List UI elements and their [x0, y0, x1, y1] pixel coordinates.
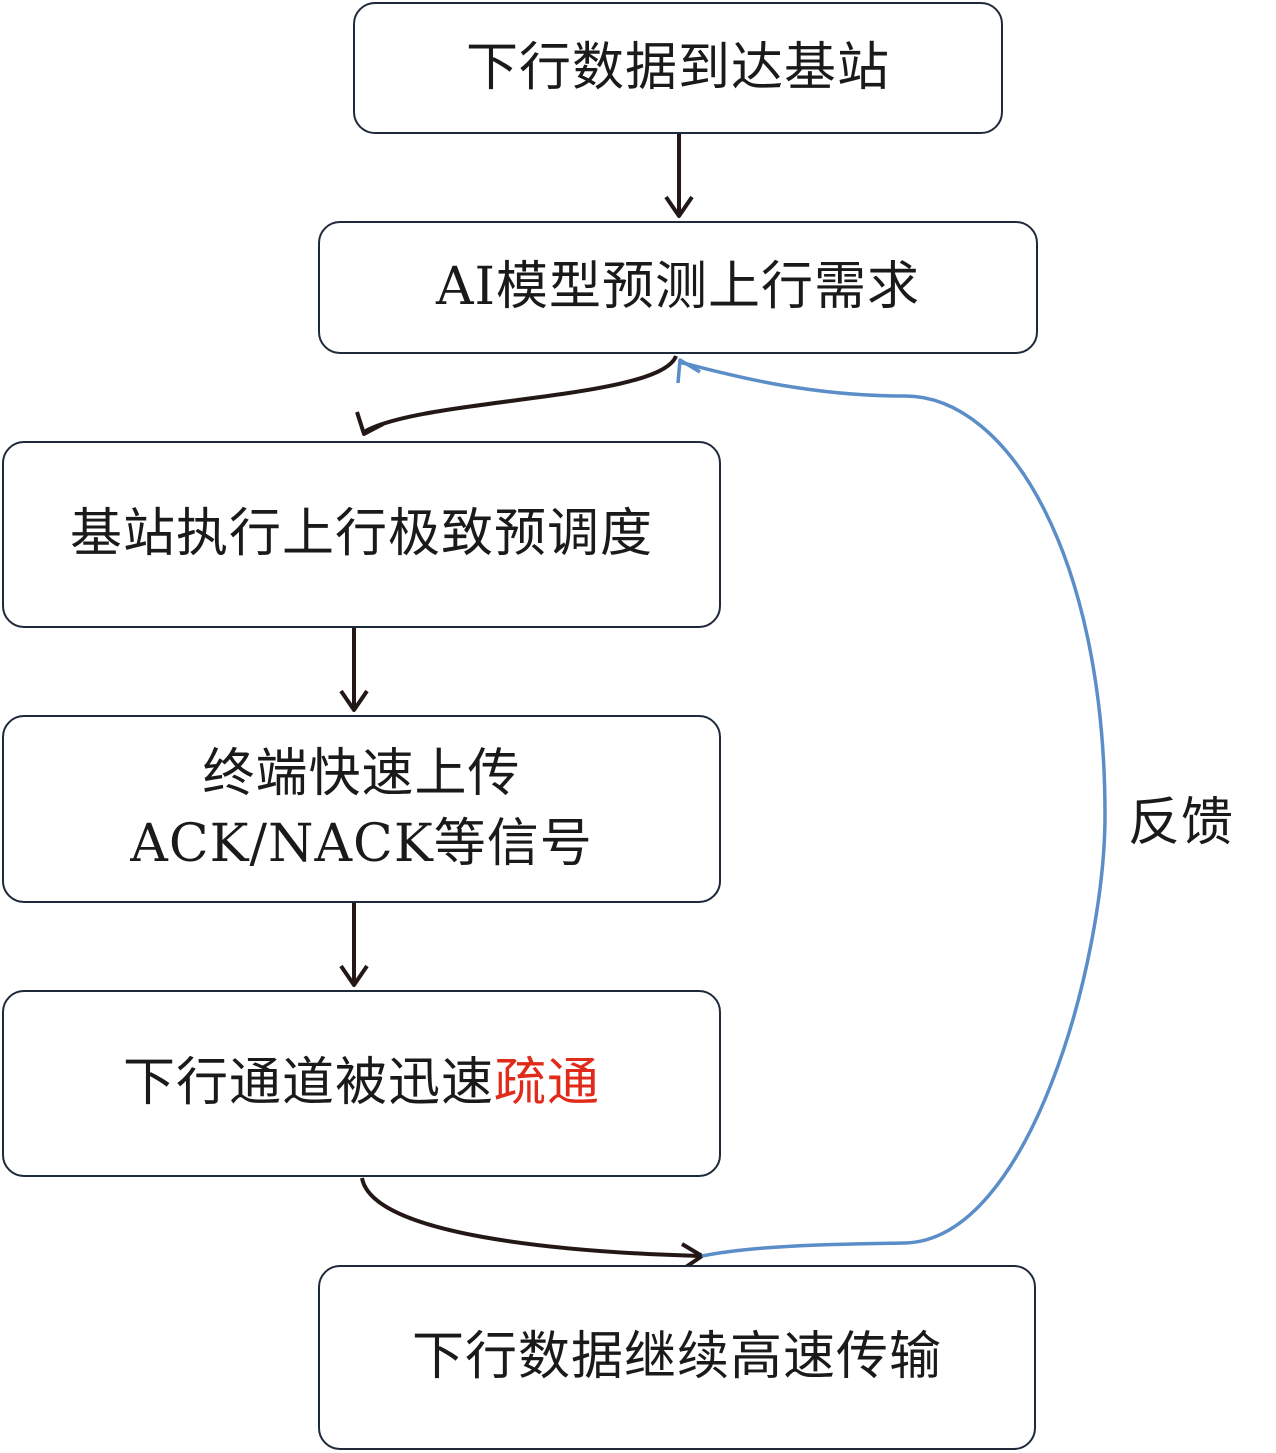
step-box-channel-cleared: 下行通道被迅速疏通 [2, 990, 721, 1177]
arrowhead-step2 [664, 195, 694, 218]
step-box-pre-schedule: 基站执行上行极致预调度 [2, 441, 721, 628]
arrowhead-step4 [339, 689, 369, 712]
step-box-ai-predict: AI模型预测上行需求 [318, 221, 1038, 354]
arrowhead-step3 [355, 411, 384, 436]
step-box-data-arrives: 下行数据到达基站 [353, 2, 1003, 134]
arrowhead-step5 [339, 964, 369, 987]
step-label: 下行数据继续高速传输 [411, 1327, 942, 1388]
arrow-step2-to-step3 [362, 355, 678, 434]
feedback-arrowhead [676, 358, 701, 384]
step-box-high-speed-transfer: 下行数据继续高速传输 [318, 1265, 1036, 1450]
arrow-step5-to-step6 [360, 1177, 701, 1258]
highlighted-text: 疏通 [494, 1053, 601, 1114]
step-label: 基站执行上行极致预调度 [69, 504, 653, 565]
step-box-terminal-upload: 终端快速上传 ACK/NACK等信号 [2, 715, 721, 903]
step-label: AI模型预测上行需求 [435, 257, 921, 318]
step-label-line2: ACK/NACK等信号 [130, 814, 593, 874]
step-label: 下行数据到达基站 [465, 37, 890, 98]
step-label-line1: 终端快速上传 [202, 743, 521, 804]
feedback-loop-arrow [678, 360, 1107, 1258]
feedback-label: 反馈 [1128, 793, 1235, 853]
step-label: 下行通道被迅速 [122, 1053, 494, 1114]
